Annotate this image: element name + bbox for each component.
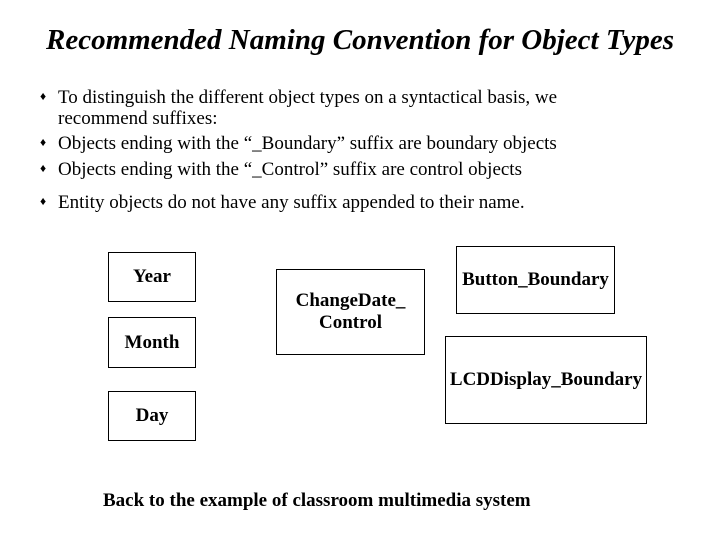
footer-link[interactable]: Back to the example of classroom multime… — [103, 490, 531, 511]
box-label: Button_Boundary — [462, 269, 609, 290]
diagram-box-year: Year — [108, 252, 196, 302]
bullet-text: Objects ending with the “_Control” suffi… — [58, 159, 522, 180]
box-label: Day — [135, 405, 169, 426]
bullet-item: ♦ To distinguish the different object ty… — [40, 87, 680, 129]
diagram-box-lcddisplay-boundary: LCDDisplay_Boundary — [445, 336, 647, 424]
diagram-box-day: Day — [108, 391, 196, 441]
bullet-item: ♦ Objects ending with the “_Control” suf… — [40, 159, 680, 180]
diagram-box-button-boundary: Button_Boundary — [456, 246, 615, 314]
box-label: Month — [124, 331, 180, 353]
box-label: ChangeDate_ Control — [296, 290, 406, 334]
bullet-text: recommend suffixes: — [58, 108, 218, 129]
diagram-box-month: Month — [108, 317, 196, 368]
bullet-text: Objects ending with the “_Boundary” suff… — [58, 133, 557, 154]
bullet-item: ♦ Objects ending with the “_Boundary” su… — [40, 133, 680, 154]
box-label: Year — [133, 266, 171, 287]
box-label-line: ChangeDate_ — [295, 290, 406, 311]
diagram-box-changedate-control: ChangeDate_ Control — [276, 269, 425, 355]
box-label: LCDDisplay_Boundary — [449, 369, 643, 390]
bullet-item: ♦ Entity objects do not have any suffix … — [40, 192, 680, 213]
bullet-diamond-icon: ♦ — [40, 135, 47, 149]
bullet-diamond-icon: ♦ — [40, 194, 47, 208]
bullet-text: To distinguish the different object type… — [58, 87, 558, 108]
bullet-text: Entity objects do not have any suffix ap… — [58, 192, 525, 213]
page-title: Recommended Naming Convention for Object… — [45, 24, 674, 56]
bullet-diamond-icon: ♦ — [40, 161, 47, 175]
box-label-line: Control — [319, 312, 382, 333]
bullet-diamond-icon: ♦ — [40, 89, 47, 103]
